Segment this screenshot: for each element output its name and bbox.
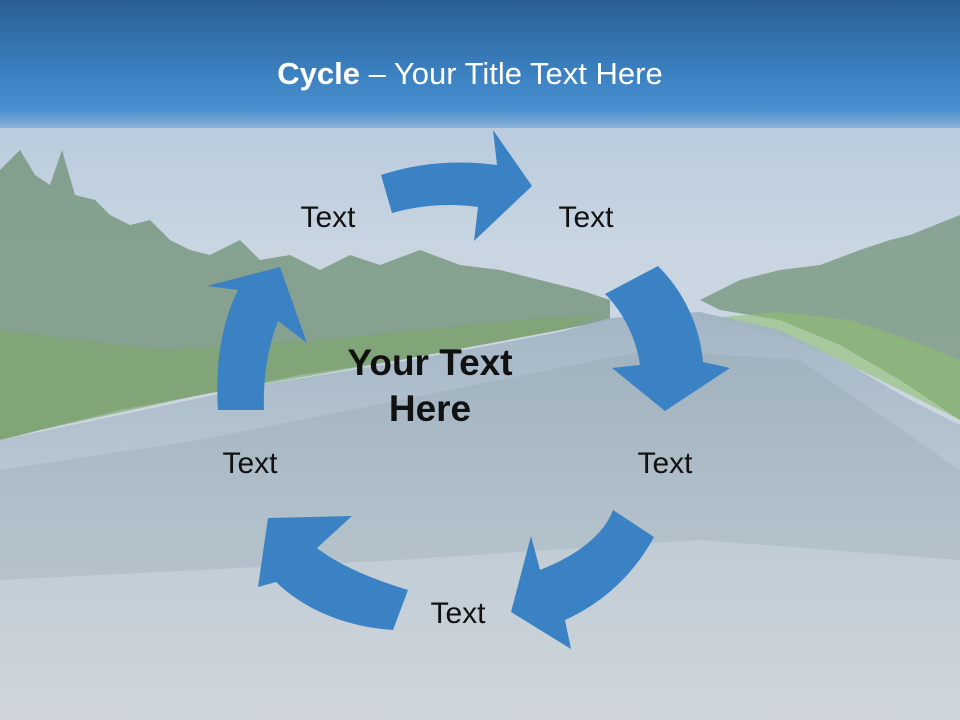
slide-title-rest: – Your Title Text Here [360, 56, 663, 91]
cycle-step-label-5: Text [222, 447, 278, 480]
cycle-arrow-4 [258, 516, 408, 630]
title-bar [0, 0, 960, 128]
slide-title-bold: Cycle [277, 56, 360, 91]
cycle-step-label-1: Text [300, 201, 356, 234]
cycle-arrow-1 [381, 130, 532, 241]
center-text: Your Text Here [330, 340, 530, 432]
cycle-step-label-4: Text [430, 597, 486, 630]
cycle-arrow-5 [207, 267, 307, 410]
cycle-step-label-2: Text [558, 201, 614, 234]
center-text-line-2: Here [388, 388, 472, 429]
cycle-arrow-2 [605, 266, 730, 411]
center-text-line-1: Your Text [347, 342, 513, 383]
cycle-step-label-3: Text [637, 447, 693, 480]
cycle-arrow-3 [511, 510, 654, 649]
slide-title: Cycle – Your Title Text Here [0, 56, 940, 92]
